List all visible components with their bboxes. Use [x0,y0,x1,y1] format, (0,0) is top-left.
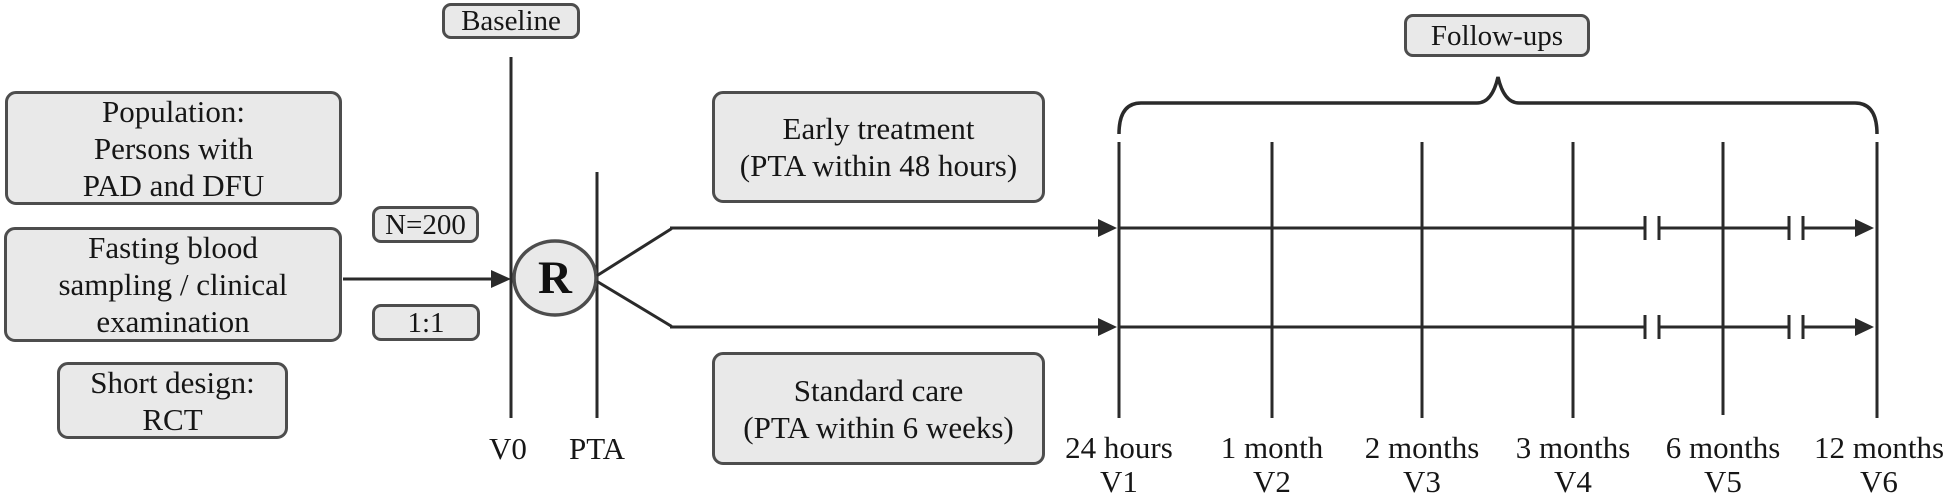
short-design-line-1: Short design: [90,364,255,400]
timeline-visit-v4: V4 [1554,464,1592,499]
timeline-label-v1: 24 hours V1 [1029,431,1209,499]
followups-label: Follow-ups [1430,19,1564,52]
timeline-time-v1: 24 hours [1065,430,1173,465]
timeline-visit-v1: V1 [1100,464,1138,499]
standard-arm-arrowhead [1098,318,1117,336]
fasting-box: Fasting blood sampling / clinical examin… [4,227,342,342]
fasting-line-3: examination [96,304,250,339]
timeline-time-v4: 3 months [1515,430,1631,465]
enrollment-arrowhead [491,270,511,288]
timeline-label-v6: 12 months V6 [1789,431,1946,499]
baseline-box: Baseline [442,3,580,39]
timeline-time-v5: 6 months [1665,430,1781,465]
v0-axis-label: V0 [489,431,527,466]
population-line-3: PAD and DFU [82,167,265,203]
short-design-box: Short design: RCT [57,362,288,439]
timeline-top-end-arrowhead [1855,219,1874,237]
standard-care-box: Standard care (PTA within 6 weeks) [712,352,1045,465]
population-line-2: Persons with [93,130,254,166]
timeline-label-v5: 6 months V5 [1633,431,1813,499]
fasting-line-1: Fasting blood [88,230,258,265]
randomization-label: R [538,252,572,304]
allocation-ratio-label: 1:1 [407,306,445,339]
followups-brace [1117,76,1879,135]
followups-box: Follow-ups [1404,14,1590,57]
population-box: Population: Persons with PAD and DFU [5,91,342,205]
timeline-label-v2: 1 month V2 [1182,431,1362,499]
early-treatment-box: Early treatment (PTA within 48 hours) [712,91,1045,203]
baseline-label: Baseline [461,5,561,37]
allocation-ratio-box: 1:1 [372,304,480,341]
population-line-1: Population: [102,93,245,129]
randomization-circle [512,239,598,317]
branch-top-line [596,227,673,277]
timeline-time-v2: 1 month [1220,430,1324,465]
sample-size-box: N=200 [372,206,479,243]
timeline-visit-v3: V3 [1403,464,1441,499]
short-design-line-2: RCT [142,401,203,437]
early-treatment-line-2: (PTA within 48 hours) [739,148,1018,183]
timeline-visit-v6: V6 [1860,464,1898,499]
standard-care-line-1: Standard care [793,372,964,408]
standard-care-line-2: (PTA within 6 weeks) [743,409,1014,445]
branch-bottom-line [596,280,673,328]
timeline-visit-v5: V5 [1704,464,1742,499]
sample-size-label: N=200 [385,208,466,241]
pta-axis-label: PTA [568,431,626,466]
timeline-bottom-end-arrowhead [1855,318,1874,336]
fasting-line-2: sampling / clinical [58,267,288,302]
timeline-label-v4: 3 months V4 [1483,431,1663,499]
timeline-label-v3: 2 months V3 [1332,431,1512,499]
timeline-time-v3: 2 months [1364,430,1480,465]
early-arm-arrowhead [1098,219,1117,237]
early-treatment-line-1: Early treatment [782,111,975,146]
timeline-visit-v2: V2 [1253,464,1291,499]
timeline-time-v6: 12 months [1813,430,1945,465]
